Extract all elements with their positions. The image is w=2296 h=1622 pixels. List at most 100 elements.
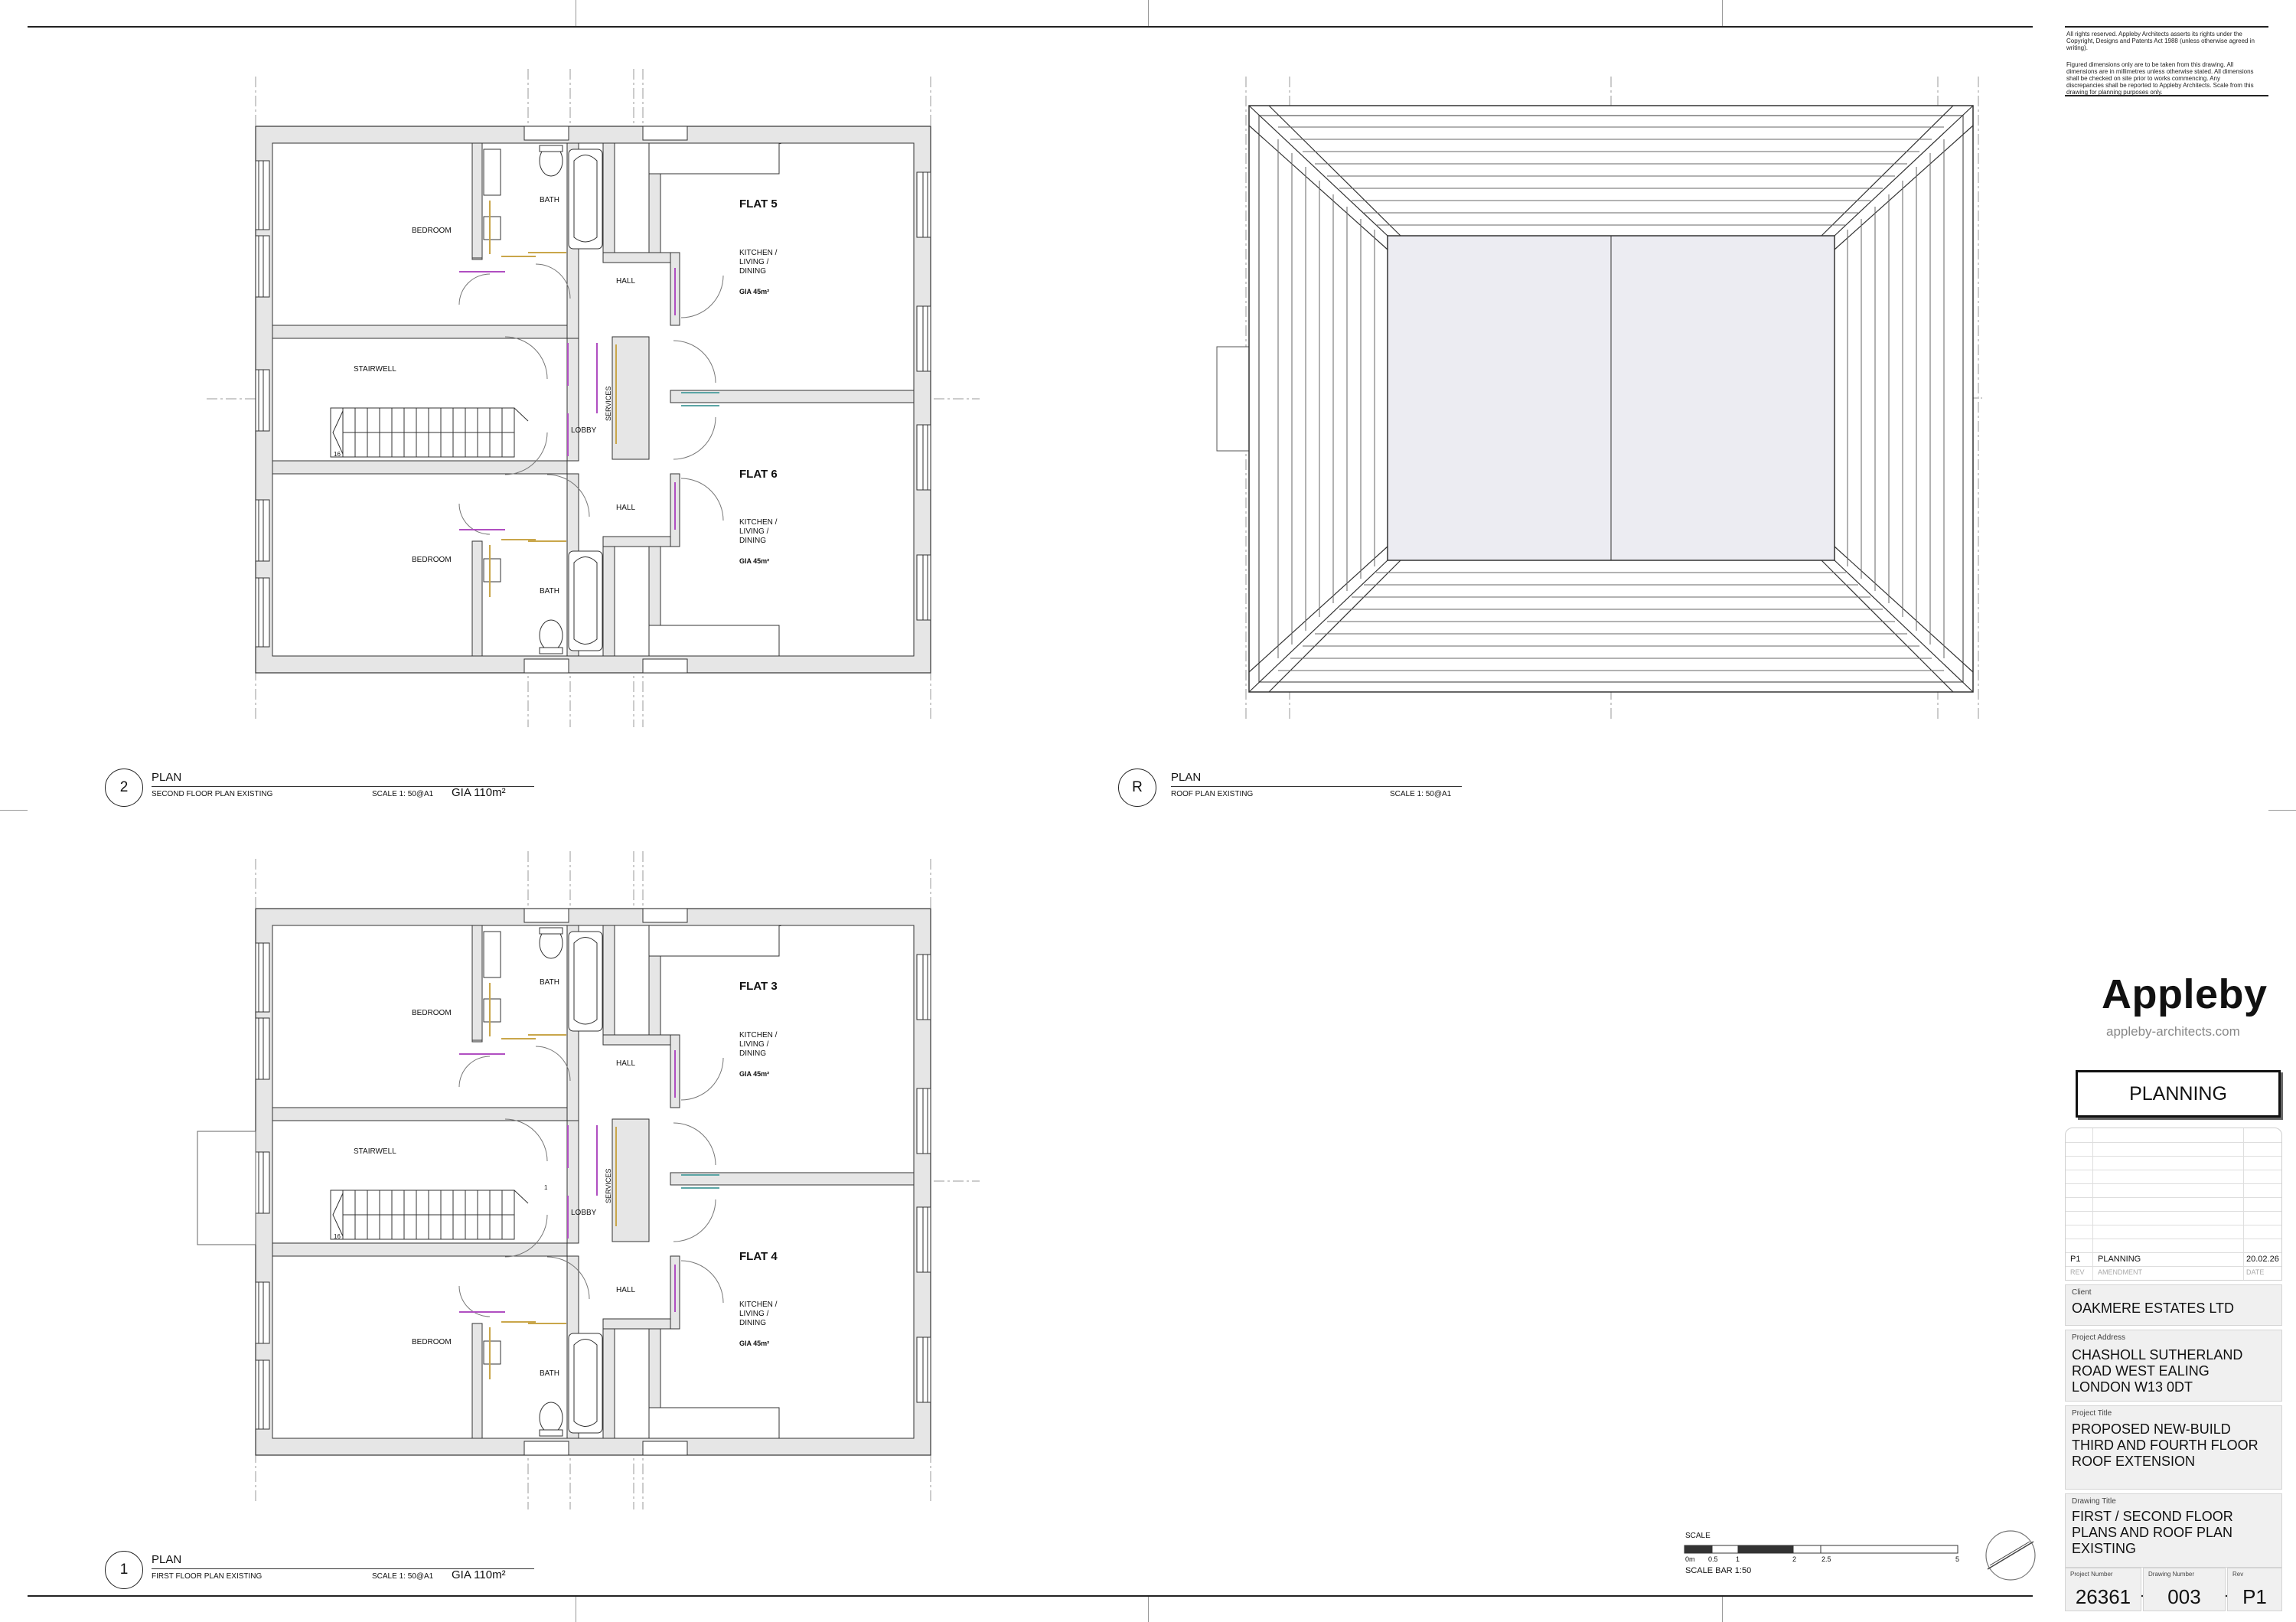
scale-tick: 2.5 [1821,1555,1831,1563]
revision-label: Rev [2232,1571,2244,1578]
address-line: ROAD WEST EALING [2072,1363,2210,1379]
view-title: PLAN [152,771,182,784]
drawing-title-line: FIRST / SECOND FLOOR [2072,1509,2233,1524]
room-label-bath: BATH [540,196,559,204]
rev-row-line [2066,1266,2281,1267]
dimensions-note: Figured dimensions only are to be taken … [2066,61,2254,96]
second-floor-plan [207,69,980,727]
room-label-hall: HALL [616,504,636,512]
flat-label: FLAT 4 [739,1250,778,1263]
title-block-top-rule [2065,26,2268,28]
kitchen-label: KITCHEN / LIVING / DINING GIA 45m² [739,1301,777,1348]
drawing-title-line: EXISTING [2072,1541,2137,1556]
scale-tick: 0m [1685,1555,1695,1563]
room-label-bath: BATH [540,587,559,596]
view-scale: SCALE 1: 50@A1 [372,1572,434,1581]
scale-caption: SCALE BAR 1:50 [1685,1566,1752,1575]
rev-row-line [2066,1142,2281,1143]
rev-header: REV [2070,1268,2085,1276]
project-number: 26361 [2075,1585,2131,1608]
project-title-line: THIRD AND FOURTH FLOOR [2072,1438,2258,1453]
client-panel: Client OAKMERE ESTATES LTD [2065,1284,2282,1326]
kitchen-line: DINING [739,1049,766,1058]
room-label-stairwell: STAIRWELL [354,1147,396,1156]
room-label-stairwell: STAIRWELL [354,365,396,374]
room-label-bath: BATH [540,1369,559,1378]
scale-bar [1684,1545,1958,1554]
client-value: OAKMERE ESTATES LTD [2072,1301,2235,1316]
project-number-label: Project Number [2070,1571,2113,1578]
kitchen-line: DINING [739,1319,766,1327]
room-label-services: SERVICES [605,386,612,421]
drawing-title-panel: Drawing Title FIRST / SECOND FLOOR PLANS… [2065,1493,2282,1568]
view-title-rule [152,1568,534,1569]
revision-box: Rev P1 [2227,1568,2282,1611]
flat-label: FLAT 3 [739,980,778,993]
gia-flat: GIA 45m² [739,288,770,295]
room-label-bedroom: BEDROOM [412,1338,452,1346]
rev-row-line [2066,1197,2281,1198]
address-label: Project Address [2072,1333,2126,1342]
room-label-bedroom: BEDROOM [412,1009,452,1017]
sheet-top-border [28,26,2033,28]
kitchen-line: KITCHEN / [739,518,778,527]
room-label-hall: HALL [616,1286,636,1294]
view-scale: SCALE 1: 50@A1 [1390,790,1452,798]
sheet-fold-mark [1148,1597,1149,1622]
rev-date: 20.02.26 [2246,1255,2279,1264]
project-title-label: Project Title [2072,1409,2112,1418]
room-label-bath: BATH [540,978,559,987]
scale-tick: 1 [1736,1555,1740,1563]
gia-flat: GIA 45m² [739,1340,770,1347]
room-label-hall: HALL [616,1059,636,1068]
kitchen-line: LIVING / [739,527,769,536]
address-panel: Project Address CHASHOLL SUTHERLAND ROAD… [2065,1330,2282,1402]
client-label: Client [2072,1288,2092,1297]
sheet-fold-mark [1148,0,1149,26]
kitchen-line: KITCHEN / [739,1031,778,1039]
project-number-box: Project Number 26361 [2065,1568,2141,1611]
copyright-note: All rights reserved. Appleby Architects … [2066,31,2255,51]
view-gia: GIA 110m² [452,786,506,799]
title-block-rule-2 [2065,95,2268,96]
project-title-line: PROPOSED NEW-BUILD [2072,1421,2231,1437]
kitchen-label: KITCHEN / LIVING / DINING GIA 45m² [739,1031,777,1079]
stair-count-label: 16 [334,1233,341,1240]
sheet-margin-mark [0,810,28,811]
project-title-line: ROOF EXTENSION [2072,1454,2196,1469]
view-subtitle: ROOF PLAN EXISTING [1171,790,1254,798]
kitchen-line: LIVING / [739,258,769,266]
rev-row-line [2066,1252,2281,1253]
drawing-number-box: Drawing Number 003 [2143,1568,2226,1611]
drawing-number-label: Drawing Number [2148,1571,2195,1578]
rev-header: DATE [2246,1268,2265,1276]
north-arrow-icon [1985,1530,2036,1581]
scale-tick: 0.5 [1708,1555,1718,1563]
rev-col-line [2092,1128,2093,1280]
room-label-lobby: LOBBY [571,426,597,435]
kitchen-line: DINING [739,537,766,545]
view-number-circle: R [1118,769,1156,807]
drawing-title-label: Drawing Title [2072,1497,2116,1506]
scale-tick: 5 [1955,1555,1960,1563]
kitchen-line: DINING [739,267,766,276]
view-scale: SCALE 1: 50@A1 [372,790,434,798]
kitchen-label: KITCHEN / LIVING / DINING GIA 45m² [739,518,777,566]
kitchen-line: KITCHEN / [739,1301,778,1309]
room-label-services: SERVICES [605,1168,612,1203]
first-floor-plan [197,850,980,1510]
scale-title: SCALE [1685,1532,1711,1540]
room-label-bedroom: BEDROOM [412,227,452,235]
flat-label: FLAT 5 [739,197,778,211]
brand-url[interactable]: appleby-architects.com [2106,1024,2240,1039]
drawing-title-line: PLANS AND ROOF PLAN [2072,1525,2233,1540]
rev-col-line [2243,1128,2244,1280]
gia-flat: GIA 45m² [739,1070,770,1078]
view-gia: GIA 110m² [452,1568,506,1581]
rev-row-line [2066,1156,2281,1157]
roof-plan [1216,77,1982,720]
plan-drawing [207,69,980,727]
scale-tick: 2 [1792,1555,1797,1563]
rev-value: P1 [2070,1255,2081,1264]
gia-flat: GIA 45m² [739,557,770,565]
